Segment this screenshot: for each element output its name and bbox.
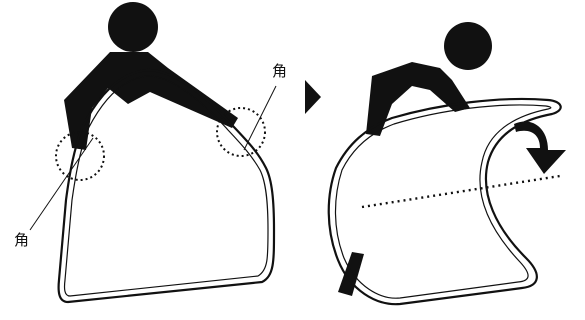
- sheet-left: [57, 68, 276, 304]
- right-panel: [327, 22, 566, 306]
- fold-direction-arrow: [514, 121, 566, 174]
- person-body-left: [64, 52, 238, 150]
- person-leg-right: [338, 252, 364, 296]
- person-head-left: [108, 2, 158, 52]
- corner-highlight-right: [216, 107, 266, 157]
- callout-leader-top: [243, 85, 277, 151]
- corner-highlight-left: [55, 131, 105, 181]
- fold-line: [361, 174, 561, 209]
- corner-label-bottom: 角: [14, 231, 30, 249]
- sheet-right: [327, 97, 562, 306]
- person-head-right: [444, 22, 492, 70]
- next-step-arrow: [305, 80, 321, 114]
- callout-leader-bottom: [29, 137, 94, 231]
- corner-label-top: 角: [272, 62, 288, 80]
- left-panel: [29, 2, 277, 304]
- person-body-right: [366, 62, 470, 136]
